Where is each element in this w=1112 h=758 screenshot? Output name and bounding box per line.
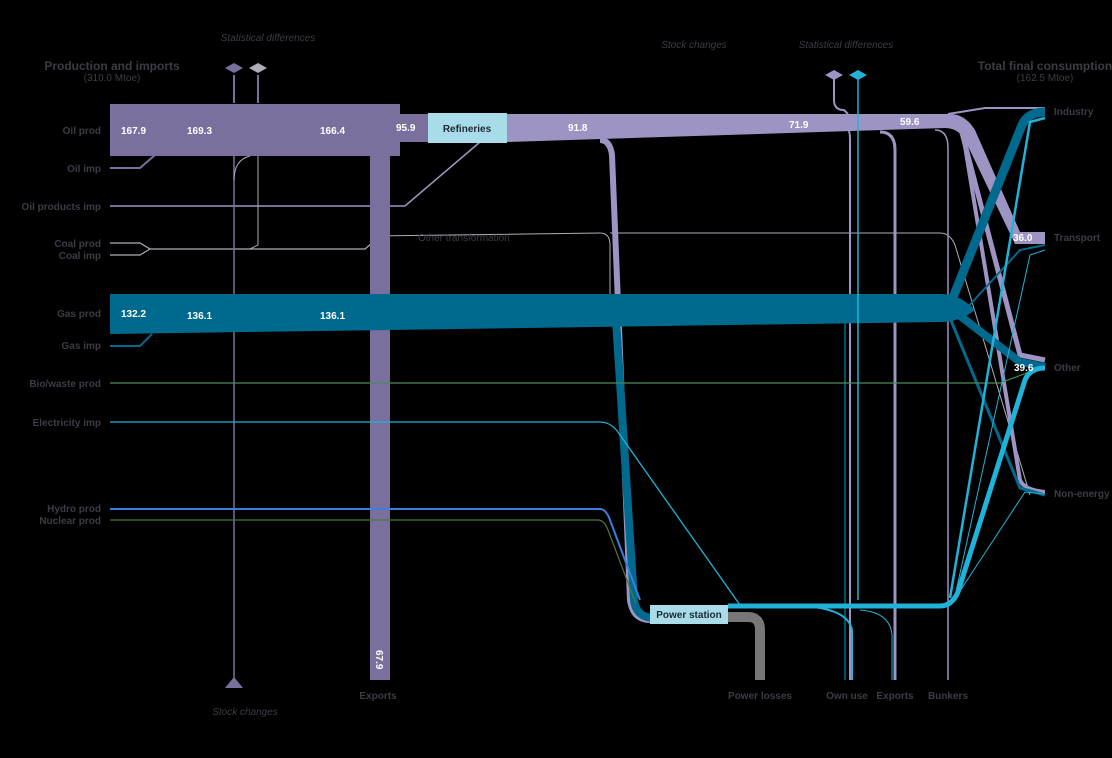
flow-bio-waste (110, 367, 1041, 384)
power-station-box (650, 605, 728, 624)
left-title: Production and imports (44, 59, 180, 73)
flow-oil-products-imp (110, 141, 481, 207)
flow-gas-to-transport (964, 244, 1046, 311)
flow-electricity-own-use (799, 605, 853, 680)
source-oil-products-imp: Oil products imp (22, 202, 101, 213)
flow-gas-to-industry (945, 107, 1046, 307)
flow-coal (110, 242, 373, 256)
flow-nuclear (110, 519, 637, 605)
stat-diff-right-label: Statistical differences (799, 40, 894, 51)
value-refinery-output: 91.8 (568, 123, 588, 134)
stat-diff-left-label: Statistical differences (221, 33, 316, 44)
value-refinery-input: 95.9 (396, 123, 416, 134)
bottom-exports-left: Exports (359, 691, 397, 702)
flow-oil-to-refinery (400, 114, 430, 142)
other-transformation-label: Other transformation (418, 233, 510, 244)
value-oil-products-after-bunkers: 59.6 (900, 117, 920, 128)
value-transport-total: 36.0 (1013, 233, 1033, 244)
source-nuclear-prod: Nuclear prod (39, 516, 101, 527)
flow-coal-to-stock (233, 155, 259, 250)
value-oil-exports: 67.9 (373, 650, 384, 670)
value-oil-after-stat: 169.3 (187, 126, 212, 137)
bottom-own-use: Own use (826, 691, 868, 702)
value-oil-prod: 167.9 (121, 126, 146, 137)
source-coal-imp: Coal imp (59, 251, 101, 262)
flow-electricity-imp (110, 421, 741, 606)
flow-oil-products-other (957, 124, 1046, 363)
source-labels: Oil prod Oil imp Oil products imp Coal p… (22, 126, 101, 527)
power-station-label: Power station (656, 610, 722, 621)
right-subtitle: (162.5 Mtoe) (1017, 73, 1074, 84)
refineries-box (428, 113, 507, 143)
flow-hydro (110, 508, 641, 601)
flow-electricity-exports (859, 609, 893, 680)
source-gas-prod: Gas prod (57, 309, 101, 320)
tfc-industry: Industry (1054, 107, 1094, 118)
value-gas-prod: 132.2 (121, 309, 146, 320)
stat-diff-left-marker-light (249, 63, 267, 73)
value-other-total: 39.6 (1014, 363, 1034, 374)
flow-gas-imp (110, 333, 153, 347)
stat-diff-right-marker (849, 70, 867, 80)
flow-oil-exports (370, 140, 390, 680)
tfc-transport: Transport (1054, 233, 1101, 244)
source-bio-waste-prod: Bio/waste prod (29, 379, 101, 390)
flow-oil-products-non-energy (960, 127, 1046, 494)
source-hydro-prod: Hydro prod (47, 504, 101, 515)
right-title: Total final consumption (978, 59, 1112, 73)
flow-coal-other-transformation (371, 232, 611, 300)
flow-oil-products-own-use (840, 127, 851, 680)
value-gas-after-stock: 136.1 (320, 311, 345, 322)
bottom-exports-right: Exports (876, 691, 914, 702)
flow-bands (110, 75, 1046, 680)
power-station-box-group: Power station (650, 605, 728, 624)
source-electricity-imp: Electricity imp (33, 418, 101, 429)
stock-changes-left-marker (225, 677, 243, 688)
stock-changes-bottom-label: Stock changes (212, 707, 278, 718)
flow-oil-products-main (507, 114, 1045, 244)
tfc-other: Other (1054, 363, 1081, 374)
value-oil-products-after-own: 71.9 (789, 120, 809, 131)
flow-oil-products-bunkers (934, 129, 949, 680)
value-gas-after-stat: 136.1 (187, 311, 212, 322)
refineries-box-group: Refineries (428, 113, 507, 143)
flow-gas-to-power (607, 296, 656, 622)
source-gas-imp: Gas imp (62, 341, 101, 352)
flow-oil-products-industry (947, 107, 1045, 115)
flow-stock-changes-right (833, 78, 849, 115)
flow-electricity-main (728, 365, 1046, 609)
left-subtitle: (310.0 Mtoe) (84, 73, 141, 84)
flow-oil-main (110, 104, 400, 156)
flow-stat-diff-left-stem (233, 75, 259, 103)
flow-gas-main (110, 294, 975, 334)
source-oil-imp: Oil imp (67, 164, 101, 175)
stock-changes-top-label: Stock changes (661, 40, 727, 51)
consumption-labels: Industry Transport Other Non-energy (1054, 107, 1110, 500)
bottom-bunkers: Bunkers (928, 691, 968, 702)
flow-oil-products-to-power (599, 137, 651, 623)
flow-oil-products-exports (879, 130, 897, 680)
stock-changes-right-marker (825, 70, 843, 80)
refineries-label: Refineries (443, 124, 492, 135)
bottom-labels: Exports Power losses Own use Exports Bun… (359, 691, 968, 702)
markers (225, 63, 867, 688)
source-oil-prod: Oil prod (63, 126, 101, 137)
bottom-power-losses: Power losses (728, 691, 792, 702)
flow-electricity-transport (954, 249, 1046, 597)
stat-diff-left-marker-dark (225, 63, 243, 73)
value-labels: 167.9 169.3 166.4 95.9 91.8 71.9 59.6 67… (121, 117, 1034, 670)
flow-oil-imp (110, 154, 156, 169)
flow-electricity-industry (948, 116, 1046, 599)
flow-power-losses (728, 612, 765, 680)
value-oil-after-stock: 166.4 (320, 126, 345, 137)
source-coal-prod: Coal prod (54, 239, 101, 250)
tfc-non-energy: Non-energy (1054, 489, 1110, 500)
flow-gas-to-other (952, 308, 1046, 371)
flow-electricity-non-energy (957, 491, 1046, 595)
